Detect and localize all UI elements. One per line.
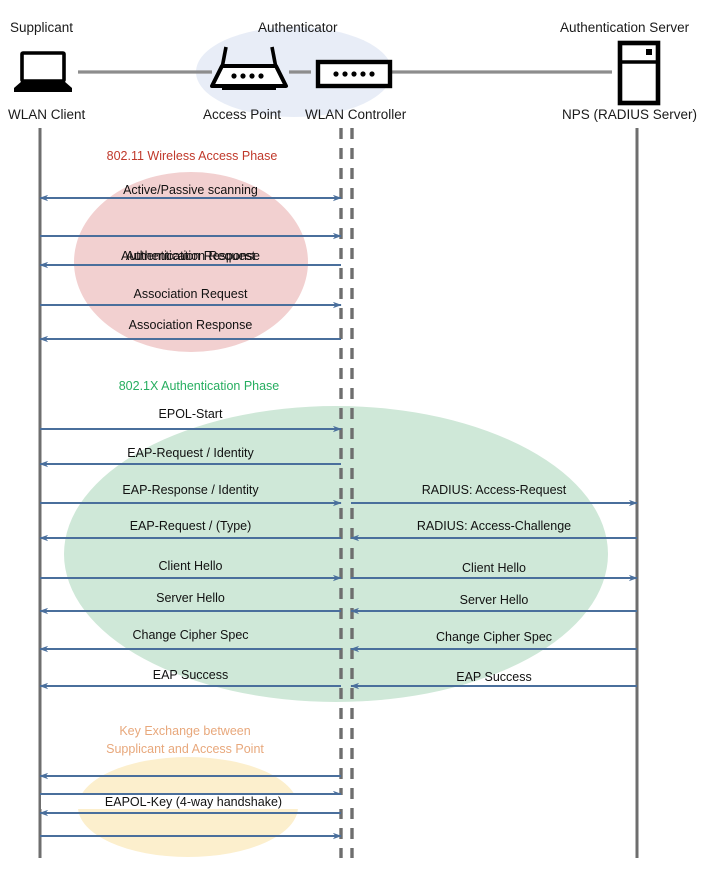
server-tower-icon [617, 40, 661, 106]
authenticator-role-label: Authenticator [258, 20, 338, 35]
phase-title-phase-80211: 802.11 Wireless Access Phase [106, 149, 278, 163]
message-label: RADIUS: Access-Request [421, 483, 567, 497]
message-label: Change Cipher Spec [435, 630, 553, 644]
message-label: EAP-Request / (Type) [129, 519, 252, 533]
message-label: Authentication Request [125, 249, 256, 263]
message-label: EPOL-Start [158, 407, 223, 421]
laptop-base-icon [14, 81, 72, 88]
supplicant-role-label: Supplicant [10, 20, 74, 35]
network-switch-leds-icon [333, 71, 375, 77]
message-label: Server Hello [156, 591, 225, 605]
message-label: EAP Success [456, 670, 532, 684]
phase-8021x-ellipse [64, 406, 608, 702]
nps-radius-label: NPS (RADIUS Server) [562, 107, 698, 122]
message-label: Association Request [133, 287, 248, 301]
phase-80211-ellipse [74, 172, 308, 352]
message-label: Client Hello [158, 559, 223, 573]
message-label: EAP Success [152, 668, 229, 682]
message-label: RADIUS: Access-Challenge [416, 519, 572, 533]
access-point-label: Access Point [203, 107, 282, 122]
left-message-arrows [39, 194, 342, 840]
wireless-router-leds-icon [231, 73, 264, 79]
message-label: Active/Passive scanning [123, 183, 258, 197]
wlan-controller-label: WLAN Controller [305, 107, 407, 122]
message-label: Association Response [128, 318, 253, 332]
wlan-client-label: WLAN Client [8, 107, 86, 122]
message-label: EAP-Request / Identity [127, 446, 254, 460]
laptop-foot-icon [14, 88, 72, 92]
message-label: EAP-Response / Identity [122, 483, 259, 497]
message-label: Server Hello [459, 593, 529, 607]
wireless-router-icon [210, 46, 288, 90]
message-label: EAPOL-Key (4-way handshake) [40, 795, 347, 809]
auth-server-role-label: Authentication Server [560, 20, 690, 35]
right-message-arrows [350, 499, 638, 690]
message-label: Authentication Response [121, 249, 260, 263]
message-label: Change Cipher Spec [132, 628, 249, 642]
phase-title-phase-8021x: 802.1X Authentication Phase [118, 379, 280, 393]
message-label: Client Hello [462, 561, 526, 575]
